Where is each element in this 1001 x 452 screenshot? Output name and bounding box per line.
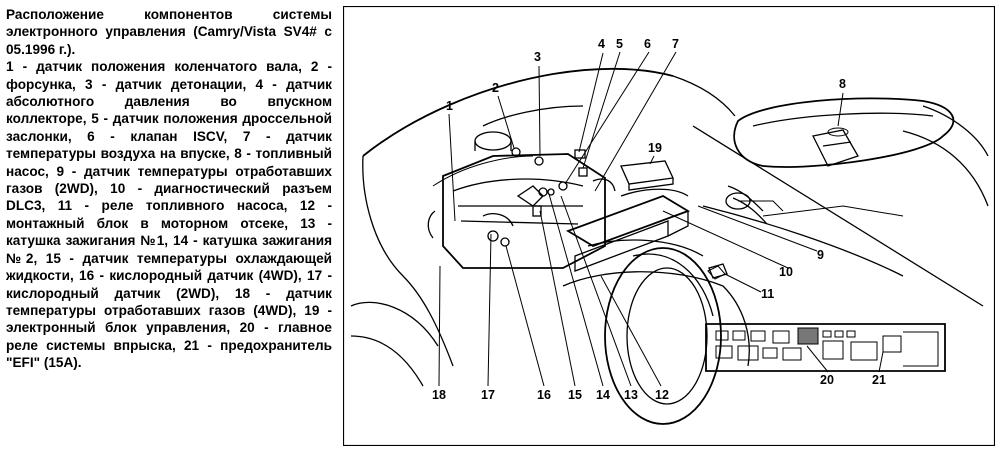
- callout-2: 2: [492, 81, 499, 95]
- callout-labels: 1 2 3 4 5 6 7 8 9 10 11 12 13 14 15 16 1…: [432, 37, 886, 402]
- callout-8: 8: [839, 77, 846, 91]
- callout-18: 18: [432, 388, 446, 402]
- callout-7: 7: [672, 37, 679, 51]
- fuel-pump-relay: [708, 263, 728, 279]
- sensor-parts: [487, 147, 588, 247]
- callout-21: 21: [872, 373, 886, 387]
- callout-16: 16: [537, 388, 551, 402]
- caption: Расположение компонентов системы электро…: [6, 6, 332, 372]
- callout-10: 10: [779, 265, 793, 279]
- caption-legend: 1 - датчик положения коленчатого вала, 2…: [6, 59, 332, 371]
- fuel-tank: [733, 97, 989, 207]
- callout-15: 15: [568, 388, 582, 402]
- callout-19: 19: [648, 141, 662, 155]
- frame-border: [343, 6, 995, 446]
- junction-block: [705, 323, 946, 372]
- intake-assembly: [565, 178, 691, 272]
- callout-13: 13: [624, 388, 638, 402]
- leader-lines: [438, 51, 884, 387]
- callout-17: 17: [481, 388, 495, 402]
- callout-9: 9: [817, 248, 824, 262]
- callout-12: 12: [655, 388, 669, 402]
- callout-6: 6: [644, 37, 651, 51]
- callout-4: 4: [598, 37, 605, 51]
- callout-3: 3: [534, 50, 541, 64]
- callout-20: 20: [820, 373, 834, 387]
- callout-1: 1: [446, 99, 453, 113]
- front-wheel: [604, 247, 722, 425]
- callout-14: 14: [596, 388, 610, 402]
- engine-bay-diagram: 1 2 3 4 5 6 7 8 9 10 11 12 13 14 15 16 1…: [343, 6, 995, 446]
- diagram-frame: 1 2 3 4 5 6 7 8 9 10 11 12 13 14 15 16 1…: [343, 6, 995, 446]
- callout-5: 5: [616, 37, 623, 51]
- callout-11: 11: [761, 287, 774, 301]
- caption-title: Расположение компонентов системы электро…: [6, 7, 332, 57]
